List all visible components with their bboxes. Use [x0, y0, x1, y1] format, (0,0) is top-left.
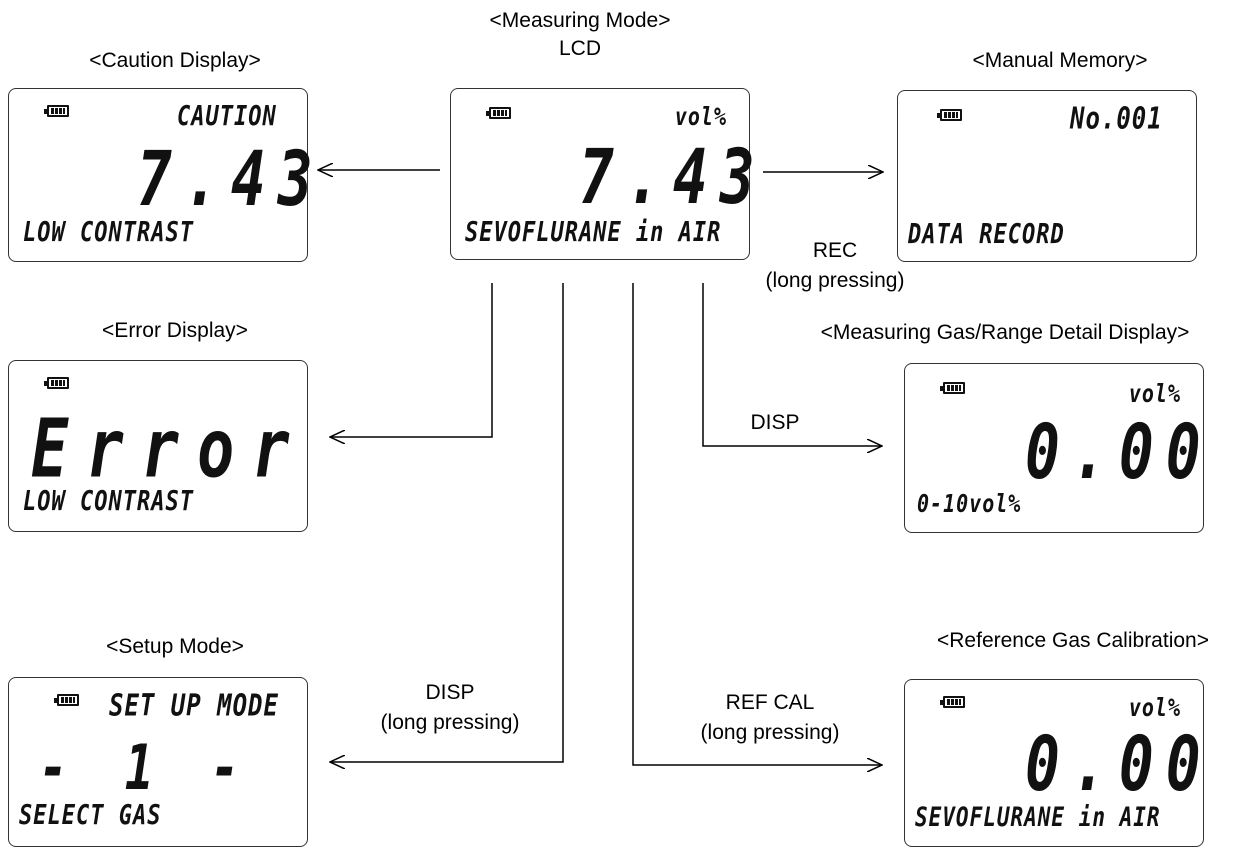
refcal-lcd: vol% 0.00 SEVOFLURANE in AIR — [904, 679, 1204, 847]
gas-name-text: SEVOFLURANE in AIR — [465, 217, 722, 249]
range-text: 0-10vol% — [917, 488, 1022, 518]
battery-icon — [44, 377, 69, 389]
arrow-to-error — [330, 283, 493, 437]
error-value: Error — [31, 401, 308, 496]
reading-value: 0.00 — [1025, 408, 1213, 497]
detail-display-title: <Measuring Gas/Range Detail Display> — [820, 321, 1190, 344]
arrow-to-detail — [702, 283, 882, 446]
disp-long-label-2: (long pressing) — [380, 711, 520, 734]
rec-long-label: (long pressing) — [765, 269, 905, 292]
setup-step-value: - 1 - — [39, 732, 254, 805]
detail-lcd: vol% 0.00 0-10vol% — [904, 363, 1204, 533]
battery-icon — [44, 105, 69, 117]
setup-mode-title: <Setup Mode> — [106, 635, 244, 658]
error-lcd: Error LOW CONTRAST — [8, 360, 308, 532]
manual-memory-title: <Manual Memory> — [972, 49, 1148, 72]
disp-label: DISP — [750, 411, 800, 434]
caution-lcd: CAUTION 7.43 LOW CONTRAST — [8, 88, 313, 262]
refcal-label-1: REF CAL — [725, 691, 815, 714]
rec-label: REC — [812, 239, 858, 262]
battery-icon — [940, 382, 965, 394]
setup-mode-text: SET UP MODE — [109, 688, 279, 723]
reference-gas-cal-title: <Reference Gas Calibration> — [937, 629, 1209, 652]
arrow-to-setup — [330, 283, 564, 762]
status-text: LOW CONTRAST — [23, 486, 194, 518]
record-number-text: No.001 — [1070, 101, 1163, 136]
data-record-text: DATA RECORD — [908, 219, 1065, 251]
reading-value: 7.43 — [579, 133, 767, 222]
unit-text: vol% — [1128, 692, 1181, 722]
caution-display-title: <Caution Display> — [89, 49, 261, 72]
lcd-title: LCD — [558, 37, 601, 60]
error-display-title: <Error Display> — [102, 319, 248, 342]
gas-name-text: SEVOFLURANE in AIR — [915, 802, 1161, 832]
disp-long-label-1: DISP — [425, 681, 475, 704]
setup-lcd: SET UP MODE - 1 - SELECT GAS — [8, 677, 308, 847]
status-text: LOW CONTRAST — [23, 217, 194, 249]
measuring-mode-title: <Measuring Mode> — [489, 9, 671, 32]
battery-icon — [937, 109, 962, 121]
measuring-lcd: vol% 7.43 SEVOFLURANE in AIR — [450, 88, 755, 260]
battery-icon — [54, 694, 79, 706]
unit-text: vol% — [1128, 378, 1181, 408]
unit-text: vol% — [674, 101, 727, 131]
reading-value: 7.43 — [137, 135, 325, 224]
caution-text: CAUTION — [177, 101, 277, 133]
manual-memory-lcd: No.001 DATA RECORD — [897, 90, 1197, 262]
battery-icon — [940, 696, 965, 708]
refcal-label-2: (long pressing) — [700, 721, 840, 744]
select-gas-text: SELECT GAS — [19, 800, 162, 832]
arrow-to-refcal — [632, 283, 882, 765]
battery-icon — [486, 107, 511, 119]
reading-value: 0.00 — [1025, 720, 1213, 809]
